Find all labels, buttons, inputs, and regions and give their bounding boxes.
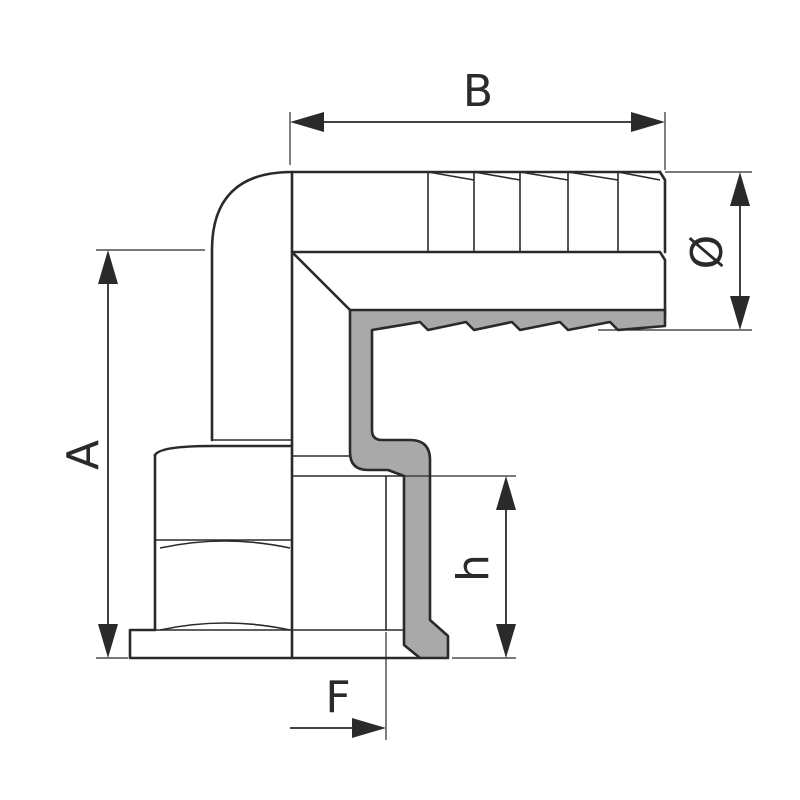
dimension-h-label: h [448, 554, 499, 582]
dimension-f-label: F [325, 672, 350, 723]
dimension-a: A [58, 249, 205, 659]
dimension-h: h [404, 475, 516, 659]
dimension-diameter: Ø [598, 171, 752, 331]
dimension-diameter-label: Ø [682, 235, 733, 270]
dimension-b: B [289, 66, 666, 170]
section-wall [348, 308, 667, 660]
dimension-b-label: B [463, 66, 493, 117]
hex-nut [128, 444, 422, 660]
elbow-body [210, 170, 667, 472]
dimension-a-label: A [58, 440, 109, 470]
dimension-f: F [290, 632, 387, 740]
